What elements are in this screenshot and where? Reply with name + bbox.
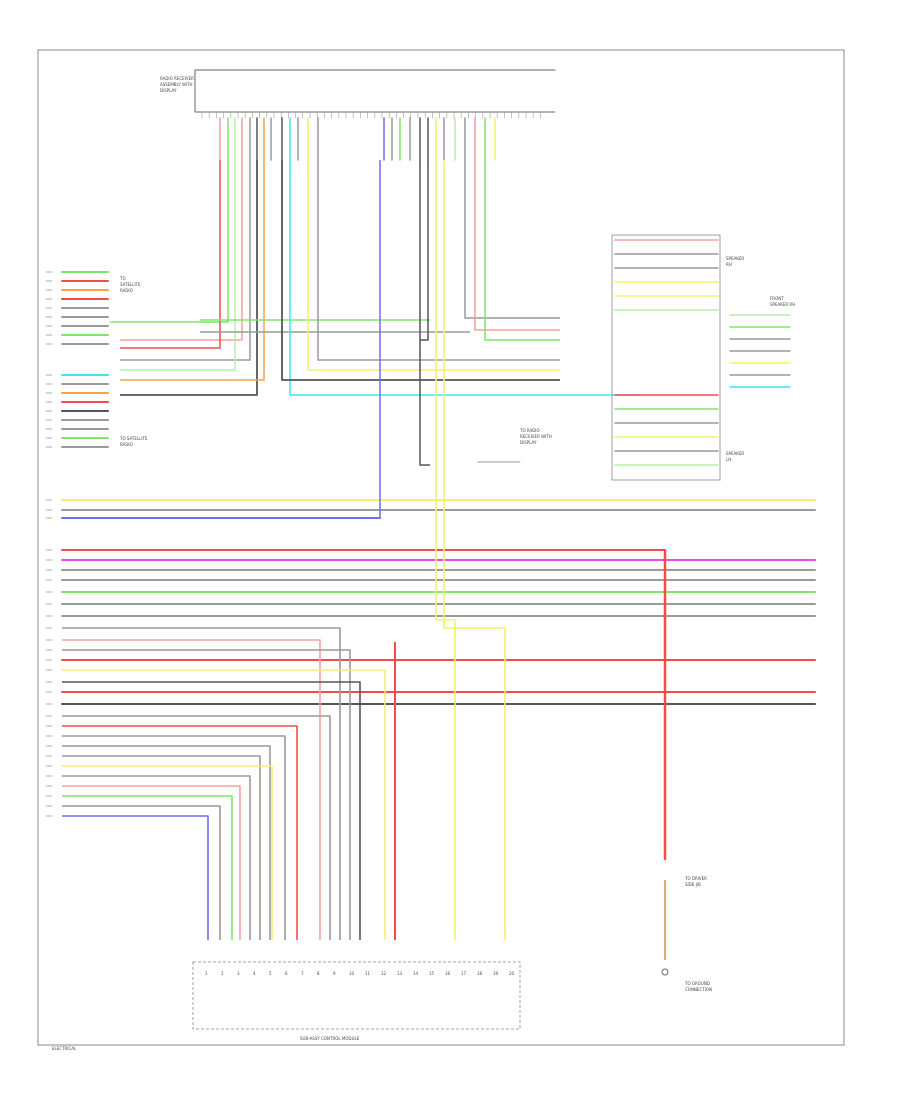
wire-route — [110, 160, 229, 323]
bottom-pin-number: 20 — [509, 971, 515, 976]
harness-wire — [62, 815, 209, 940]
harness-wire — [62, 669, 386, 940]
harness-wire — [62, 745, 271, 940]
bottom-pin-number: 6 — [285, 971, 288, 976]
wire-route — [474, 160, 560, 331]
harness-wire — [62, 715, 331, 940]
bottom-module-label: SUB-ASSY CONTROL MODULE — [300, 1036, 360, 1041]
harness-wire — [62, 785, 241, 940]
harness-wire — [62, 725, 298, 940]
bottom-pin-number: 19 — [493, 971, 499, 976]
harness-wire — [62, 627, 341, 940]
harness-wire — [62, 755, 261, 940]
bottom-pin-number: 18 — [477, 971, 483, 976]
wire-route — [281, 160, 560, 381]
wire-route — [484, 160, 560, 341]
bottom-pin-number: 17 — [461, 971, 467, 976]
bottom-pin-number: 1 — [205, 971, 208, 976]
harness-wire — [443, 160, 506, 940]
harness-wire — [62, 795, 233, 940]
harness-wire — [62, 775, 251, 940]
harness-wire — [62, 681, 361, 940]
bottom-pin-number: 5 — [269, 971, 272, 976]
wire-route — [419, 160, 430, 466]
wire-route — [120, 160, 258, 396]
wire-route — [464, 160, 560, 319]
harness-wire — [62, 649, 351, 940]
harness-wire — [62, 735, 286, 940]
bottom-pin-number: 13 — [397, 971, 403, 976]
wire-route — [120, 160, 221, 349]
bottom-pin-number: 8 — [317, 971, 320, 976]
bottom-module-box — [192, 961, 521, 1030]
bottom-pin-number: 3 — [237, 971, 240, 976]
top-module-outline — [194, 70, 555, 113]
bottom-pin-number: 9 — [333, 971, 336, 976]
bottom-pin-number: 16 — [445, 971, 451, 976]
speaker-box — [611, 234, 721, 481]
diagram-frame — [37, 49, 845, 1046]
wire-route — [120, 160, 251, 361]
bottom-pin-number: 11 — [365, 971, 371, 976]
wire-route — [120, 160, 236, 371]
ground-icon — [661, 968, 669, 976]
footer-label: ELECTRICAL — [52, 1046, 77, 1051]
bottom-pin-number: 15 — [429, 971, 435, 976]
bottom-pin-number: 7 — [301, 971, 304, 976]
bottom-pin-number: 2 — [221, 971, 224, 976]
bottom-pin-number: 10 — [349, 971, 355, 976]
wire-route — [307, 160, 560, 371]
harness-wire — [435, 160, 456, 940]
wire-route — [289, 160, 640, 396]
harness-wire — [62, 805, 221, 940]
bottom-pin-number: 14 — [413, 971, 419, 976]
harness-wire — [62, 639, 321, 940]
wire-route — [317, 160, 560, 361]
bottom-pin-number: 12 — [381, 971, 387, 976]
wire-route — [420, 160, 429, 341]
harness-wire — [62, 765, 273, 940]
bottom-pin-number: 4 — [253, 971, 256, 976]
wire-route — [120, 160, 265, 381]
wire-route — [120, 160, 243, 341]
